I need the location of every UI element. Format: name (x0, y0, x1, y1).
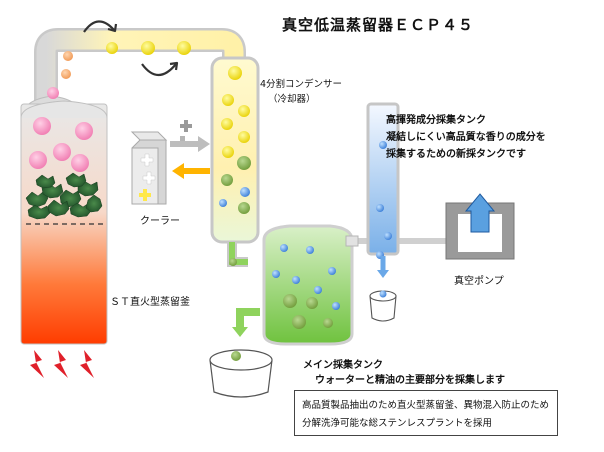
main-bucket (209, 349, 273, 398)
coolant-arrows (170, 136, 210, 179)
outlet-arrow (236, 308, 260, 330)
vacuum-pump-label: 真空ポンプ (454, 276, 504, 287)
condenser (210, 56, 260, 244)
plant-material (25, 172, 103, 220)
aroma-molecules-pink (29, 87, 93, 172)
high-volatile-tank-desc-1: 凝結しにくい高品質な香りの成分を (386, 132, 546, 143)
flame-icons (30, 350, 94, 378)
high-volatile-tank (366, 102, 400, 259)
still-label: ＳＴ直火型蒸留釜 (110, 297, 190, 308)
main-collection-tank (262, 224, 354, 346)
condenser-label: 4分割コンデンサー (260, 79, 343, 90)
cooler-label: クーラー (140, 216, 180, 227)
note-line-1: 高品質製品抽出のため直火型蒸留釜、異物混入防止のため (302, 400, 550, 411)
note-box (294, 390, 558, 436)
note-line-2: 分解洗浄可能な総ステンレスプラントを採用 (302, 418, 493, 429)
main-tank-label: メイン採集タンク (303, 360, 383, 371)
main-tank-desc: ウォーターと精油の主要部分を採集します (315, 375, 505, 386)
high-volatile-bucket (369, 290, 397, 322)
condenser-sublabel: （冷却器） (268, 94, 316, 105)
st-still (20, 95, 108, 345)
vacuum-pump (445, 193, 515, 260)
rotation-arrow-icon (83, 20, 179, 77)
cooler (130, 120, 192, 205)
high-volatile-tank-label: 高揮発成分採集タンク (386, 115, 486, 126)
vapor-molecules (61, 41, 191, 79)
high-volatile-tank-desc-2: 採集するための新採タンクです (386, 149, 526, 160)
vapor-pipe (34, 28, 246, 104)
page-title: 真空低温蒸留器ＥＣＰ４５ (282, 16, 475, 34)
